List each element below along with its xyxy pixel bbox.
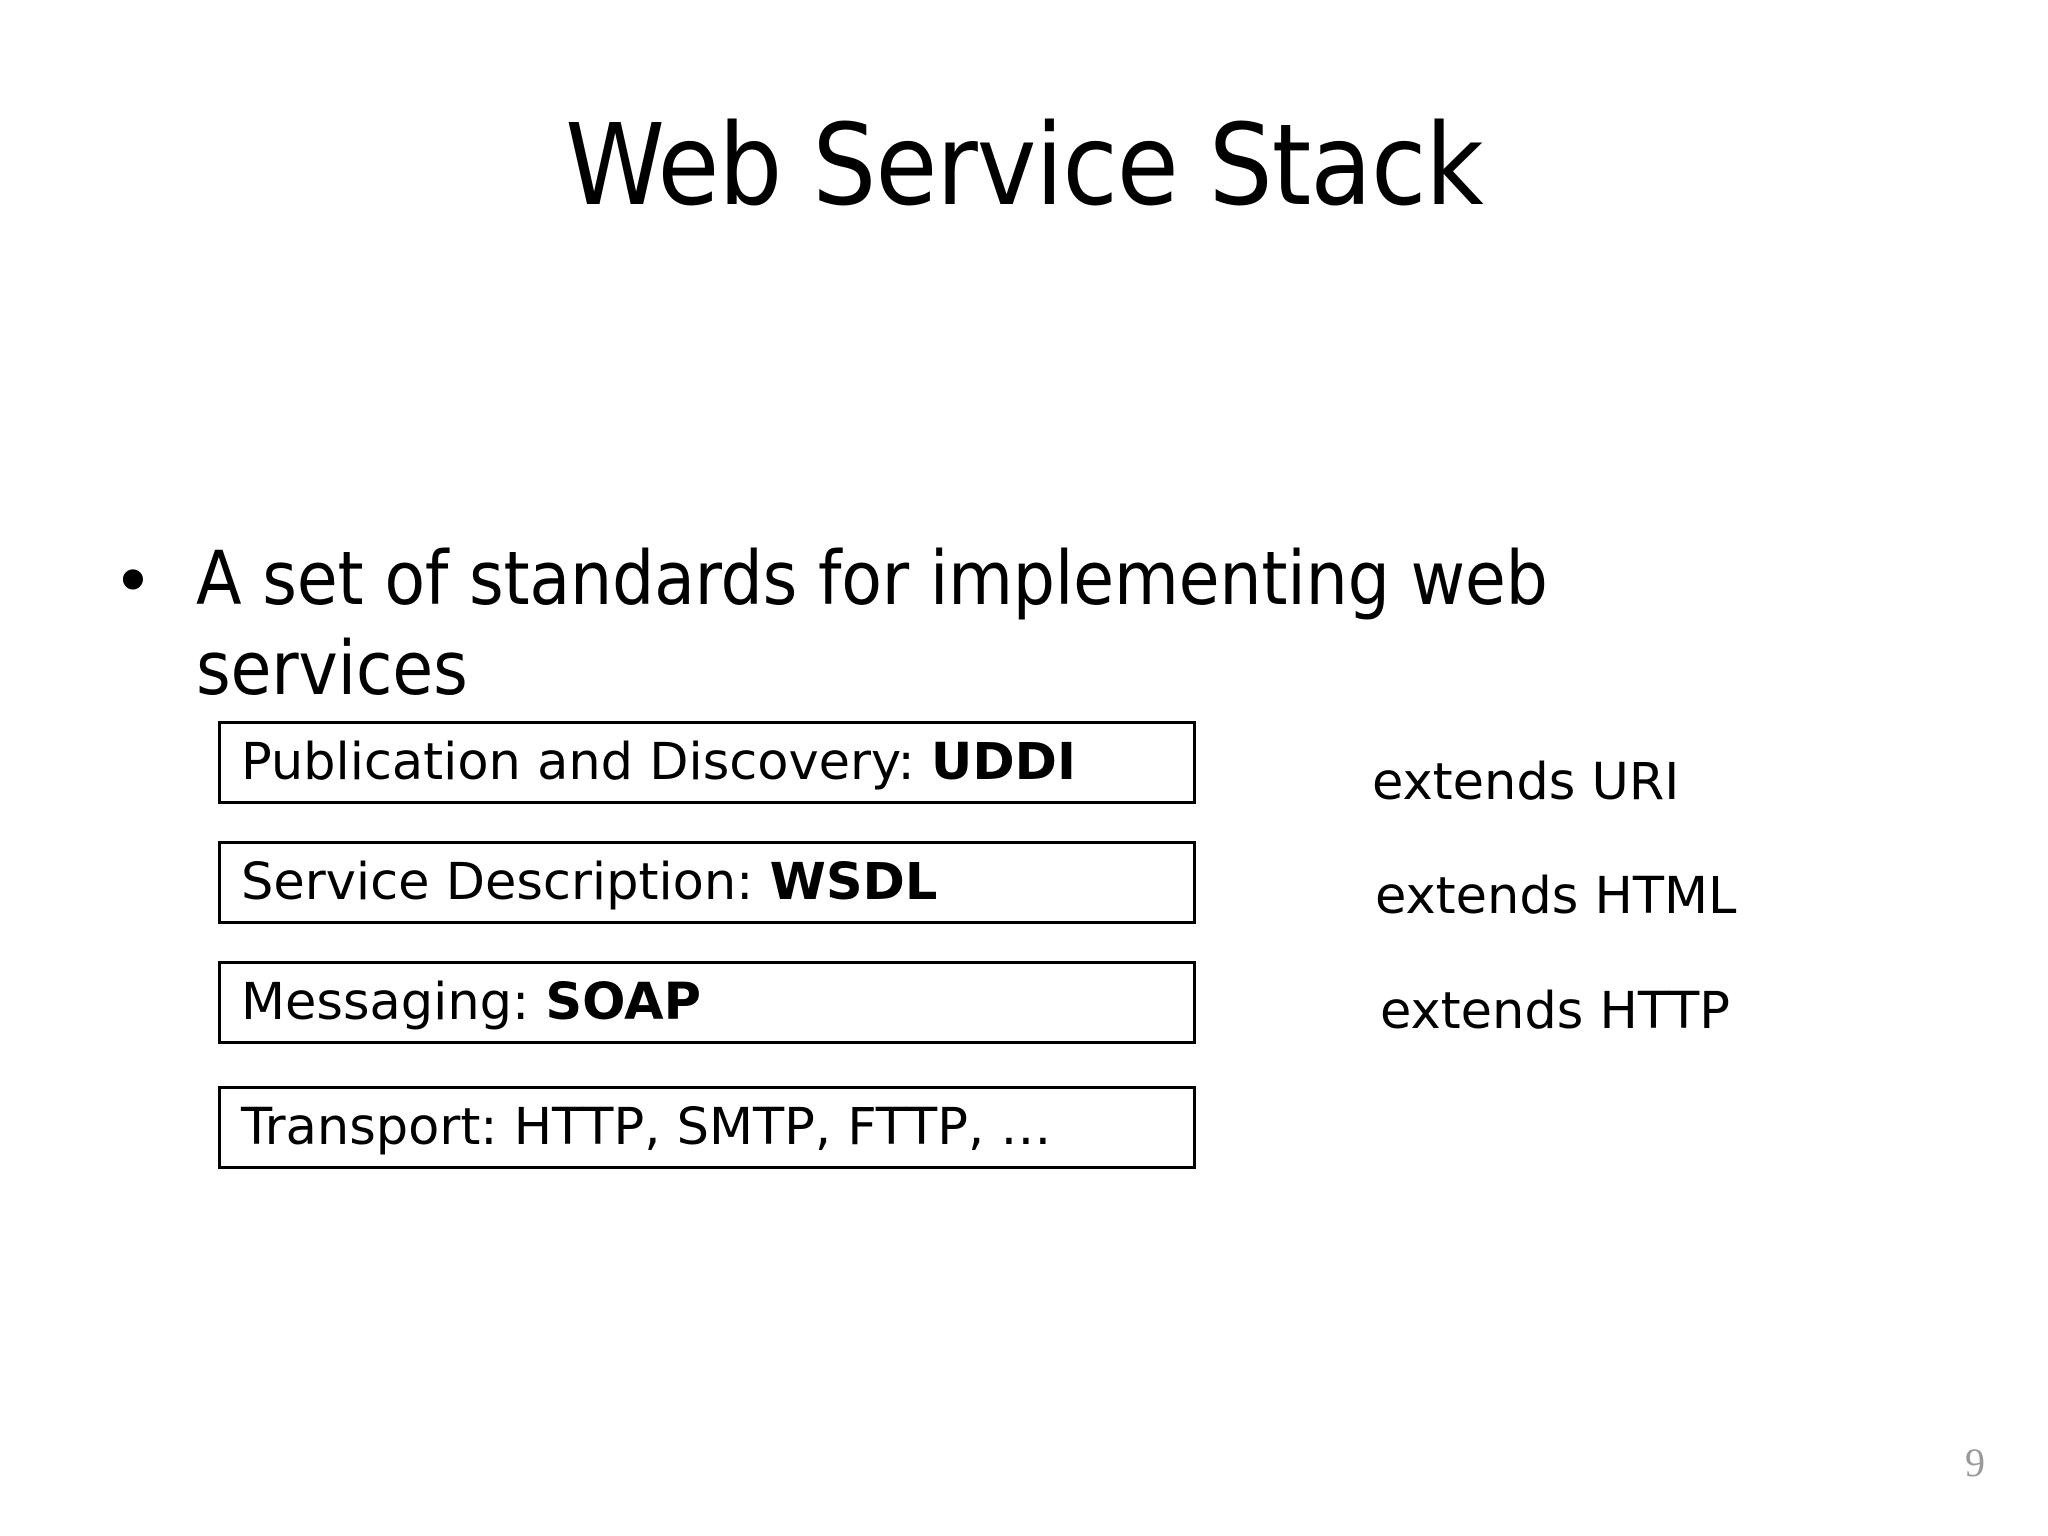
stack-layer-label-prefix: Service Description: <box>241 853 770 912</box>
slide-number: 9 <box>1965 1440 1985 1485</box>
bullet-point-icon: • <box>120 537 146 620</box>
stack-layer-label-standard: WSDL <box>769 853 938 912</box>
stack-layer-label-standard: UDDI <box>930 733 1076 792</box>
annotation-extends-uri: extends URI <box>1372 753 1680 812</box>
bullet-list: • A set of standards for implementing we… <box>112 534 1772 715</box>
stack-layer-service-description: Service Description: WSDL <box>218 841 1196 924</box>
stack-layer-label: Publication and Discovery: UDDI <box>221 737 1076 788</box>
stack-layer-label: Messaging: SOAP <box>221 977 701 1028</box>
stack-layer-transport: Transport: HTTP, SMTP, FTTP, … <box>218 1086 1196 1169</box>
stack-layer-messaging: Messaging: SOAP <box>218 961 1196 1044</box>
annotation-extends-html: extends HTML <box>1375 867 1737 926</box>
stack-layer-label: Service Description: WSDL <box>221 857 937 908</box>
annotation-extends-http: extends HTTP <box>1380 982 1731 1041</box>
page-title: Web Service Stack <box>565 101 1483 231</box>
stack-layer-label-prefix: Transport: HTTP, SMTP, FTTP, … <box>241 1098 1052 1157</box>
stack-layer-label-prefix: Messaging: <box>241 973 546 1032</box>
bullet-item-label: A set of standards for implementing web … <box>196 536 1548 713</box>
stack-layer-label-prefix: Publication and Discovery: <box>241 733 931 792</box>
list-item: • A set of standards for implementing we… <box>112 534 1772 715</box>
stack-layer-label: Transport: HTTP, SMTP, FTTP, … <box>221 1102 1051 1153</box>
stack-layer-publication-discovery: Publication and Discovery: UDDI <box>218 721 1196 804</box>
stack-layer-label-standard: SOAP <box>545 973 701 1032</box>
